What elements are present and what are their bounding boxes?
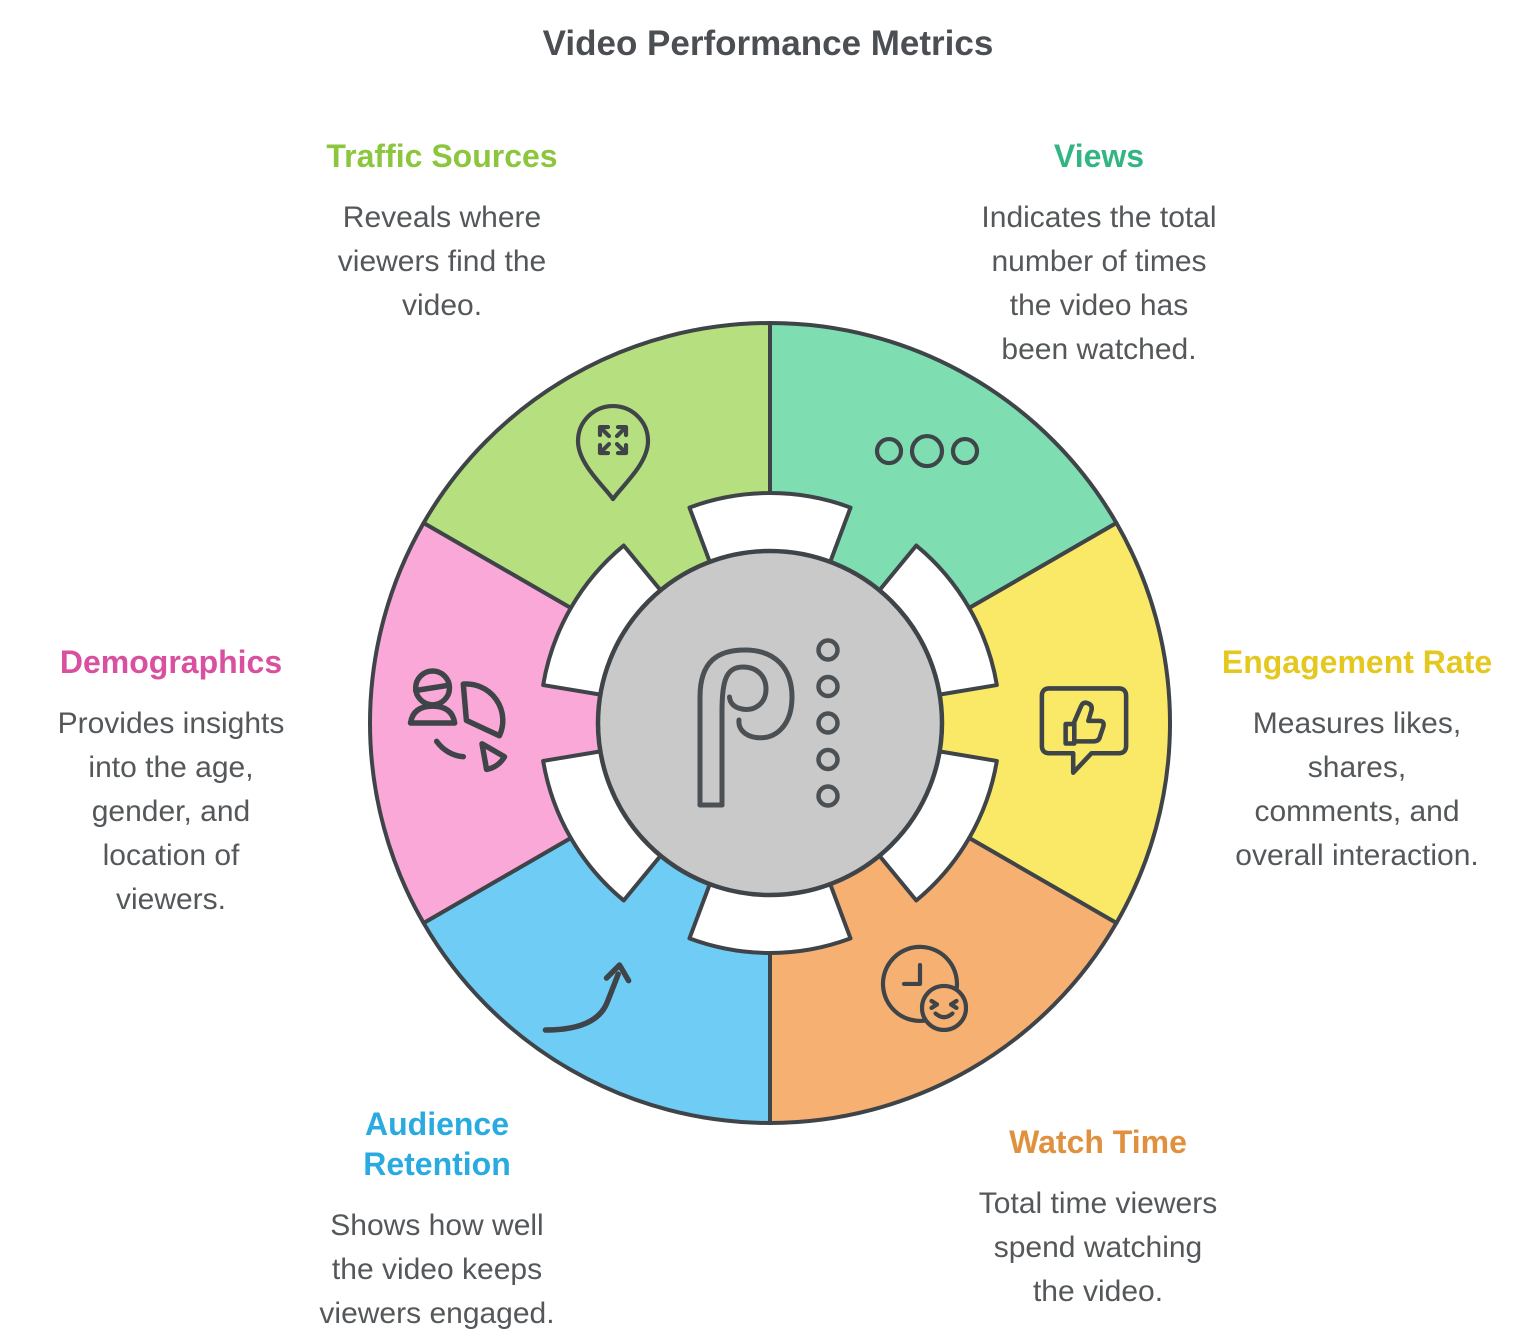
segment-label-block-engagement-rate: Engagement Rate Measures likes, shares, …	[1187, 642, 1527, 878]
segment-audience-retention	[421, 836, 772, 1125]
metrics-wheel	[368, 321, 1172, 1125]
segment-heading-watch-time: Watch Time	[1009, 1124, 1187, 1160]
segment-demographics	[368, 521, 610, 925]
segment-description-traffic-sources: Reveals where viewers find the video.	[337, 201, 547, 322]
segment-label-block-traffic-sources: Traffic Sources Reveals where viewers fi…	[282, 136, 602, 328]
segment-engagement-rate	[930, 521, 1172, 925]
segment-heading-engagement-rate: Engagement Rate	[1221, 644, 1493, 680]
segment-description-engagement-rate: Measures likes, shares, comments, and ov…	[1235, 707, 1479, 872]
page-title: Video Performance Metrics	[542, 24, 994, 63]
logo-p	[697, 647, 795, 808]
segment-heading-traffic-sources: Traffic Sources	[326, 138, 558, 174]
segment-description-demographics: Provides insights into the age, gender, …	[57, 707, 285, 916]
hub-circle	[595, 548, 945, 898]
center-hub	[595, 548, 945, 898]
segment-heading-audience-retention: Audience Retention	[363, 1106, 511, 1182]
segment-description-audience-retention: Shows how well the video keeps viewers e…	[319, 1209, 555, 1330]
segment-label-block-watch-time: Watch Time Total time viewers spend watc…	[928, 1122, 1268, 1314]
segment-label-block-audience-retention: Audience Retention Shows how well the vi…	[307, 1104, 567, 1336]
segment-heading-demographics: Demographics	[59, 644, 283, 680]
segment-description-watch-time: Total time viewers spend watching the vi…	[978, 1187, 1218, 1308]
segment-label-block-demographics: Demographics Provides insights into the …	[21, 642, 321, 922]
segment-heading-views: Views	[1053, 138, 1145, 174]
logo-dots-column	[816, 638, 840, 808]
segment-description-views: Indicates the total number of times the …	[981, 201, 1217, 366]
segment-views	[768, 321, 1119, 610]
segment-watch-time	[768, 836, 1119, 1125]
segment-label-block-views: Views Indicates the total number of time…	[939, 136, 1259, 372]
wheel-segments	[368, 321, 1172, 1125]
